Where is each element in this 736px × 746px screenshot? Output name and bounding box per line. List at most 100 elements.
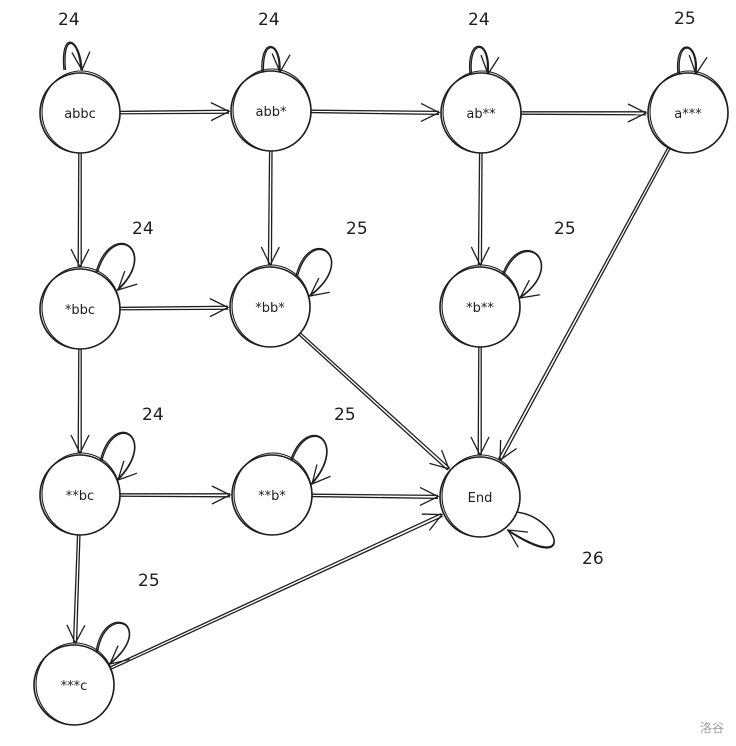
arrow-head <box>108 645 130 665</box>
count-label-ssbc: 24 <box>142 405 164 425</box>
count-label-sssc: 25 <box>138 571 160 591</box>
arrow-head <box>419 486 440 507</box>
edge-stroke <box>110 515 443 670</box>
edge-stroke <box>109 512 442 668</box>
self-loop-stroke <box>290 435 328 485</box>
arrow-head <box>209 298 230 318</box>
edge-stroke <box>119 495 231 498</box>
edge-stroke <box>77 152 80 268</box>
node-abbc: abbc <box>39 70 121 154</box>
arrow-head <box>420 102 441 123</box>
node-circle-sketch <box>233 452 313 536</box>
node-sssc: ***c <box>33 642 115 726</box>
self-loop-ssbs <box>289 434 331 486</box>
count-label-abss: 24 <box>468 10 490 30</box>
edge-stroke <box>120 112 230 115</box>
node-circle-sketch <box>41 452 121 536</box>
edge-stroke <box>119 109 229 113</box>
self-loop-stroke <box>62 41 83 71</box>
edge-abss-to-asss <box>520 103 648 123</box>
self-loop-sssc <box>95 621 131 665</box>
edge-sbss-to-end <box>470 346 490 457</box>
node-sbbc: *bbc <box>39 266 121 350</box>
node-ssbc: **bc <box>39 452 121 536</box>
arrow-head <box>429 449 450 470</box>
node-circle-sketch <box>649 70 729 154</box>
arrow-head <box>211 485 232 505</box>
edge-abbs-to-sbbs <box>260 150 280 267</box>
arrow-head <box>470 246 490 267</box>
edge-stroke <box>311 495 438 500</box>
self-loop-sbbs <box>295 247 333 297</box>
count-label-sbbs: 25 <box>346 219 368 239</box>
edge-stroke <box>500 148 671 461</box>
node-circle-sketch <box>232 68 312 152</box>
node-label: *bb* <box>255 301 285 316</box>
arrow-head <box>210 102 231 122</box>
edge-ssbc-to-sssc <box>66 534 86 645</box>
arrow-head <box>70 434 90 455</box>
self-loop-stroke <box>676 46 698 75</box>
edge-asss-to-end <box>497 147 671 462</box>
arrow-head <box>70 248 90 269</box>
node-label: abbc <box>64 107 96 122</box>
edge-stroke <box>270 151 273 266</box>
edge-abbc-to-abbs <box>119 102 231 122</box>
arrow-head <box>421 513 444 531</box>
node-circle-sketch <box>441 454 521 538</box>
node-asss: a*** <box>647 70 729 154</box>
self-loop-stroke <box>470 46 489 75</box>
node-label: a*** <box>674 107 702 122</box>
count-label-sbss: 25 <box>554 219 576 239</box>
self-loop-stroke <box>506 511 555 549</box>
self-loop-abbs <box>261 45 291 74</box>
count-label-abbc: 24 <box>58 10 80 30</box>
edges-layer <box>66 102 671 670</box>
arrow-head <box>71 51 91 72</box>
node-label: ***c <box>61 679 88 694</box>
count-label-end: 26 <box>582 549 604 569</box>
self-loop-stroke <box>100 432 136 481</box>
node-abbs: abb* <box>230 68 312 152</box>
edge-ssbs-to-end <box>311 486 440 507</box>
count-label-ssbs: 25 <box>334 405 356 425</box>
node-sbbs: *bb* <box>229 264 311 348</box>
self-loop-stroke <box>502 250 542 299</box>
node-label: **bc <box>66 489 94 504</box>
edge-stroke <box>119 305 228 309</box>
edge-stroke <box>477 346 480 456</box>
node-circle-sketch <box>35 642 115 726</box>
edge-stroke <box>477 152 481 265</box>
self-loop-stroke <box>261 45 281 73</box>
arrow-head <box>518 279 540 299</box>
count-label-asss: 25 <box>674 9 696 29</box>
watermark: 洛谷 <box>699 721 724 735</box>
edge-stroke <box>267 150 271 265</box>
self-loop-stroke <box>96 243 136 291</box>
node-end: End <box>439 454 521 538</box>
edge-abbc-to-sbbc <box>70 152 90 269</box>
node-circle-sketch <box>41 70 121 154</box>
edge-sbbs-to-end <box>298 332 451 471</box>
node-label: ab** <box>466 107 496 122</box>
edge-stroke <box>298 334 449 471</box>
edge-ssbc-to-ssbs <box>119 485 232 505</box>
edge-stroke <box>480 153 483 266</box>
self-loop-sbbc <box>95 242 138 292</box>
edge-stroke <box>310 111 439 116</box>
count-label-sbbc: 24 <box>132 219 154 239</box>
self-loop-abbc <box>62 41 91 72</box>
edge-sssc-to-end <box>109 512 444 670</box>
edge-stroke <box>311 109 440 113</box>
edge-stroke <box>72 534 79 643</box>
node-label: **b* <box>258 489 286 504</box>
self-loop-stroke <box>96 622 130 665</box>
node-circle-sketch <box>231 264 311 348</box>
arrow-head <box>627 103 648 123</box>
self-loop-end <box>506 511 555 549</box>
node-circle-sketch <box>441 264 521 348</box>
self-loops-layer <box>62 41 708 665</box>
self-loop-stroke <box>296 248 333 297</box>
